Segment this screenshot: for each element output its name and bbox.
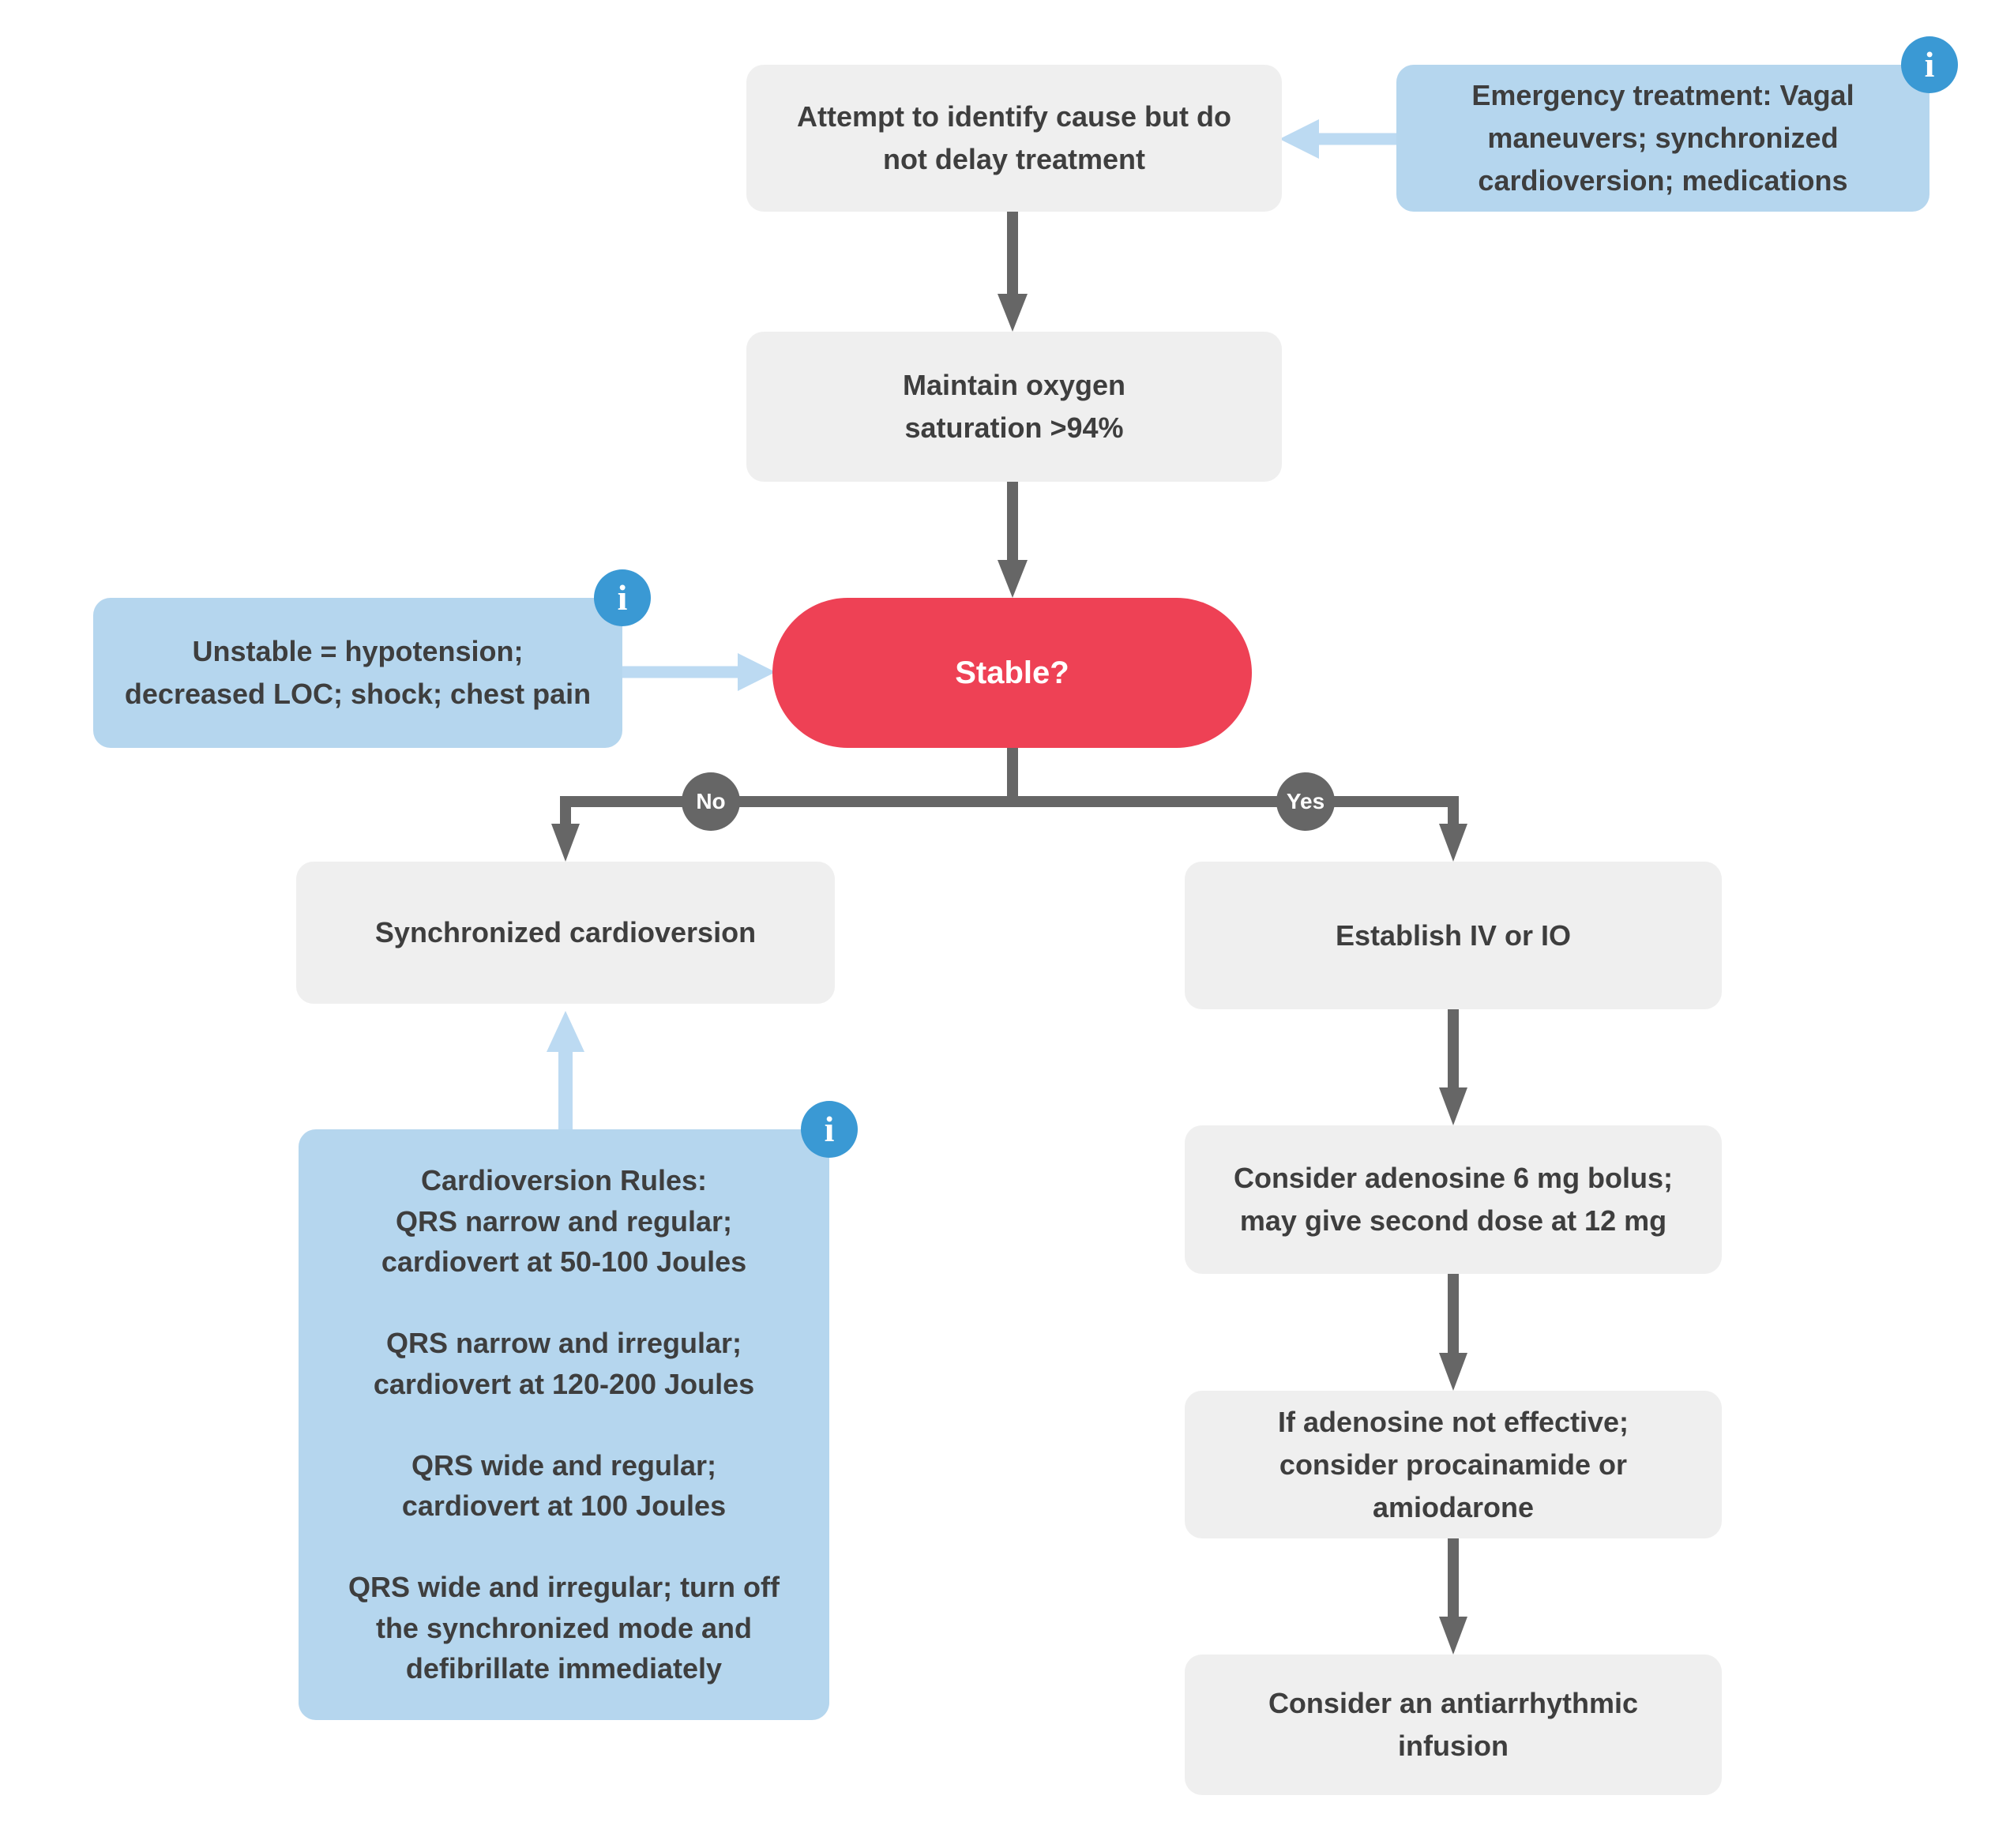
info-box-cardioversion-rules: Cardioversion Rules: QRS narrow and regu… [299,1129,829,1720]
branch-label-yes: Yes [1276,772,1335,831]
decision-stable: Stable? [772,598,1252,748]
arrow-rules-to-synchronized-head [547,1011,584,1052]
node-adenosine-not-effective: If adenosine not effective; consider pro… [1185,1391,1722,1538]
arrow-no-branch-head [551,824,580,862]
arrow-establish-to-adenosine-head [1439,1087,1467,1125]
node-attempt-identify-cause: Attempt to identify cause but do not del… [746,65,1282,212]
info-box-unstable-definition: Unstable = hypotension; decreased LOC; s… [93,598,622,748]
info-icon[interactable]: i [1901,36,1958,93]
arrow-emergency-to-attempt-head [1279,119,1319,159]
info-box-emergency-treatment: Emergency treatment: Vagal maneuvers; sy… [1396,65,1929,212]
arrow-yes-branch-head [1439,824,1467,862]
branch-label-no: No [682,772,740,831]
node-establish-iv-io: Establish IV or IO [1185,862,1722,1009]
info-icon[interactable]: i [594,569,651,626]
info-icon[interactable]: i [801,1101,858,1158]
arrow-unstable-to-stable-head [738,653,776,691]
node-consider-adenosine: Consider adenosine 6 mg bolus; may give … [1185,1125,1722,1274]
node-antiarrhythmic-infusion: Consider an antiarrhythmic infusion [1185,1655,1722,1795]
arrow-adenosine-to-noteffective-head [1439,1353,1467,1391]
node-maintain-oxygen: Maintain oxygen saturation >94% [746,332,1282,482]
node-synchronized-cardioversion: Synchronized cardioversion [296,862,835,1004]
arrow-noteffective-to-infusion-head [1439,1617,1467,1655]
arrow-attempt-to-maintain-head [998,294,1028,332]
arrow-maintain-to-stable-head [998,560,1028,598]
